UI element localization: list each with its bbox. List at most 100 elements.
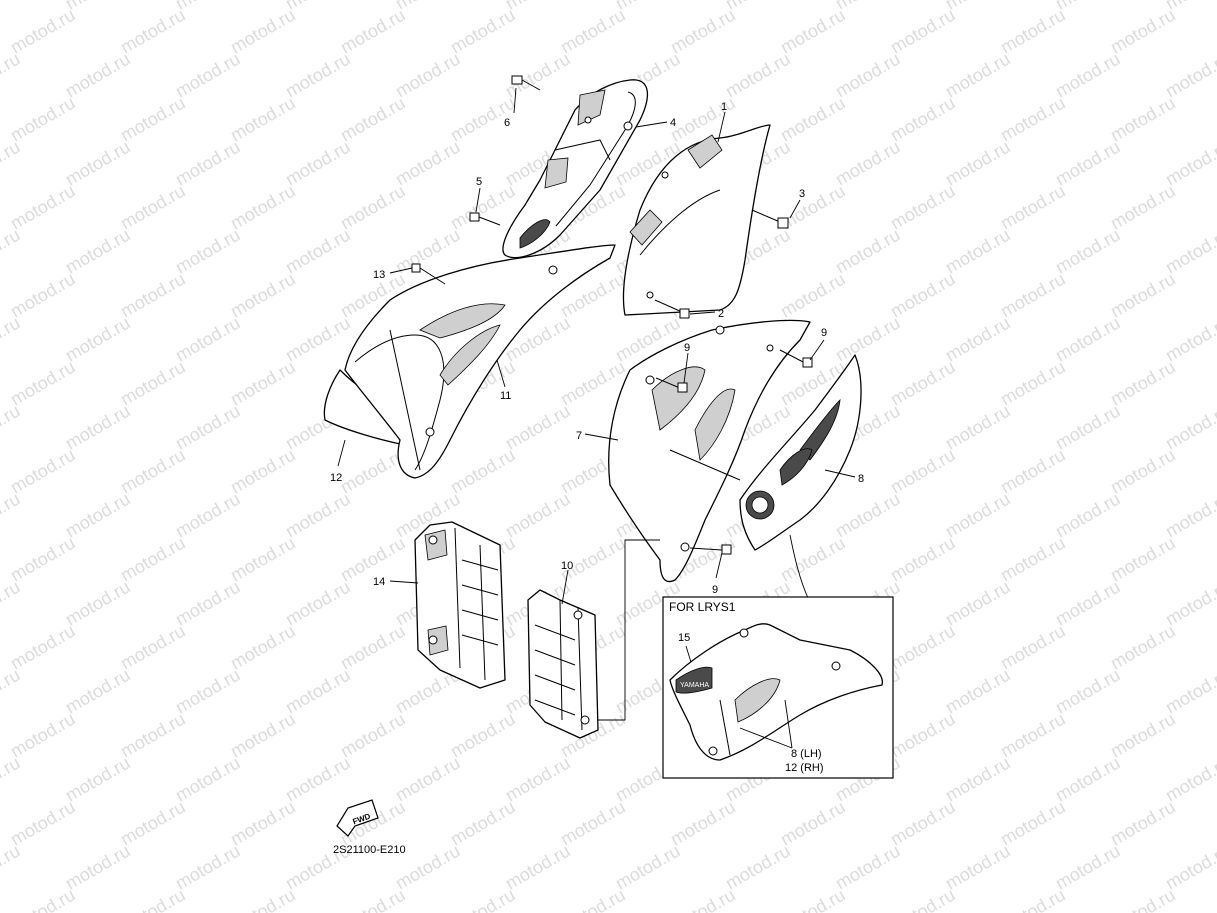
watermark-text: motod.ru (1107, 621, 1179, 674)
watermark-text: motod.ru (942, 225, 1014, 278)
watermark-text: motod.ru (942, 49, 1014, 102)
bolt-5 (469, 212, 501, 226)
watermark-text: motod.ru (282, 753, 354, 806)
inset-callout-12-rh: 12 (RH) (785, 762, 824, 774)
watermark-text: motod.ru (997, 181, 1069, 234)
bolt-2 (654, 299, 690, 319)
watermark-text: motod.ru (62, 225, 134, 278)
watermark-text: motod.ru (502, 489, 574, 542)
leader-guard-to-shroud (598, 539, 660, 721)
watermark-text: motod.ru (777, 269, 849, 322)
watermark-text: motod.ru (282, 49, 354, 102)
watermark-text: motod.ru (172, 665, 244, 718)
watermark-text: motod.ru (1107, 445, 1179, 498)
watermark-text: motod.ru (557, 885, 629, 913)
watermark-text: motod.ru (1162, 753, 1217, 806)
watermark-text: motod.ru (7, 533, 79, 586)
watermark-text: motod.ru (1052, 0, 1124, 13)
watermark-text: motod.ru (557, 5, 629, 58)
watermark-text: motod.ru (722, 0, 794, 13)
watermark-text: motod.ru (227, 885, 299, 913)
watermark-text: motod.ru (1052, 489, 1124, 542)
callout-13: 13 (373, 269, 385, 281)
watermark-text: motod.ru (172, 841, 244, 894)
watermark-text: motod.ru (117, 5, 189, 58)
watermark-text: motod.ru (722, 49, 794, 102)
watermark-text: motod.ru (942, 577, 1014, 630)
watermark-text: motod.ru (7, 269, 79, 322)
watermark-text: motod.ru (447, 885, 519, 913)
watermark-text: motod.ru (227, 269, 299, 322)
watermark-text: motod.ru (227, 357, 299, 410)
watermark-text: motod.ru (227, 621, 299, 674)
callout-8: 8 (858, 473, 864, 485)
watermark-text: motod.ru (227, 5, 299, 58)
callout-9-a: 9 (821, 327, 827, 339)
watermark-text: motod.ru (887, 269, 959, 322)
watermark-text: motod.ru (1107, 181, 1179, 234)
watermark-text: motod.ru (777, 533, 849, 586)
watermark-text: motod.ru (502, 0, 574, 13)
watermark-text: motod.ru (887, 445, 959, 498)
watermark-text: motod.ru (1107, 269, 1179, 322)
watermark-text: motod.ru (887, 357, 959, 410)
watermark-text: motod.ru (887, 93, 959, 146)
watermark-text: motod.ru (117, 181, 189, 234)
watermark-text: motod.ru (62, 665, 134, 718)
watermark-text: motod.ru (667, 5, 739, 58)
inset-title: FOR LRYS1 (669, 600, 736, 614)
watermark-text: motod.ru (62, 577, 134, 630)
callout-10: 10 (561, 560, 573, 572)
watermark-text: motod.ru (172, 401, 244, 454)
watermark-text: motod.ru (392, 137, 464, 190)
watermark-text: motod.ru (667, 797, 739, 850)
watermark-text: motod.ru (887, 797, 959, 850)
watermark-text: motod.ru (832, 313, 904, 366)
watermark-text: motod.ru (1052, 225, 1124, 278)
watermark-text: motod.ru (392, 0, 464, 13)
watermark-text: motod.ru (0, 137, 24, 190)
watermark-text: motod.ru (1162, 313, 1217, 366)
watermark-text: motod.ru (1162, 49, 1217, 102)
watermark-text: motod.ru (1052, 753, 1124, 806)
part-8-graphic (739, 344, 862, 551)
watermark-text: motod.ru (942, 401, 1014, 454)
watermark-text: motod.ru (0, 577, 24, 630)
watermark-text: motod.ru (612, 841, 684, 894)
watermark-text: motod.ru (172, 313, 244, 366)
watermark-text: motod.ru (997, 709, 1069, 762)
watermark-text: motod.ru (0, 841, 24, 894)
watermark-text: motod.ru (1052, 313, 1124, 366)
watermark-text: motod.ru (997, 797, 1069, 850)
part-7-shroud (608, 319, 811, 583)
watermark-text: motod.ru (942, 665, 1014, 718)
part-4-side-cover (502, 79, 649, 259)
watermark-text: motod.ru (832, 225, 904, 278)
watermark-text: motod.ru (777, 5, 849, 58)
watermark-text: motod.ru (172, 137, 244, 190)
watermark-text: motod.ru (832, 0, 904, 13)
watermark-text: motod.ru (1052, 401, 1124, 454)
watermark-text: motod.ru (62, 313, 134, 366)
watermark-text: motod.ru (887, 5, 959, 58)
watermark-text: motod.ru (7, 93, 79, 146)
watermark-text: motod.ru (1107, 533, 1179, 586)
watermark-text: motod.ru (0, 489, 24, 542)
watermark-text: motod.ru (392, 49, 464, 102)
callout-14: 14 (373, 576, 385, 588)
watermark-text: motod.ru (0, 225, 24, 278)
watermark-text: motod.ru (117, 709, 189, 762)
watermark-text: motod.ru (942, 0, 1014, 13)
watermark-text: motod.ru (722, 841, 794, 894)
watermark-text: motod.ru (172, 49, 244, 102)
watermark-text: motod.ru (172, 753, 244, 806)
watermark-text: motod.ru (62, 401, 134, 454)
part-11-shroud (344, 244, 616, 479)
watermark-text: motod.ru (997, 621, 1069, 674)
callout-4: 4 (670, 117, 676, 129)
watermark-text: motod.ru (1162, 577, 1217, 630)
watermark-text: motod.ru (1052, 137, 1124, 190)
watermark-text: motod.ru (1107, 5, 1179, 58)
watermark-text: motod.ru (337, 621, 409, 674)
